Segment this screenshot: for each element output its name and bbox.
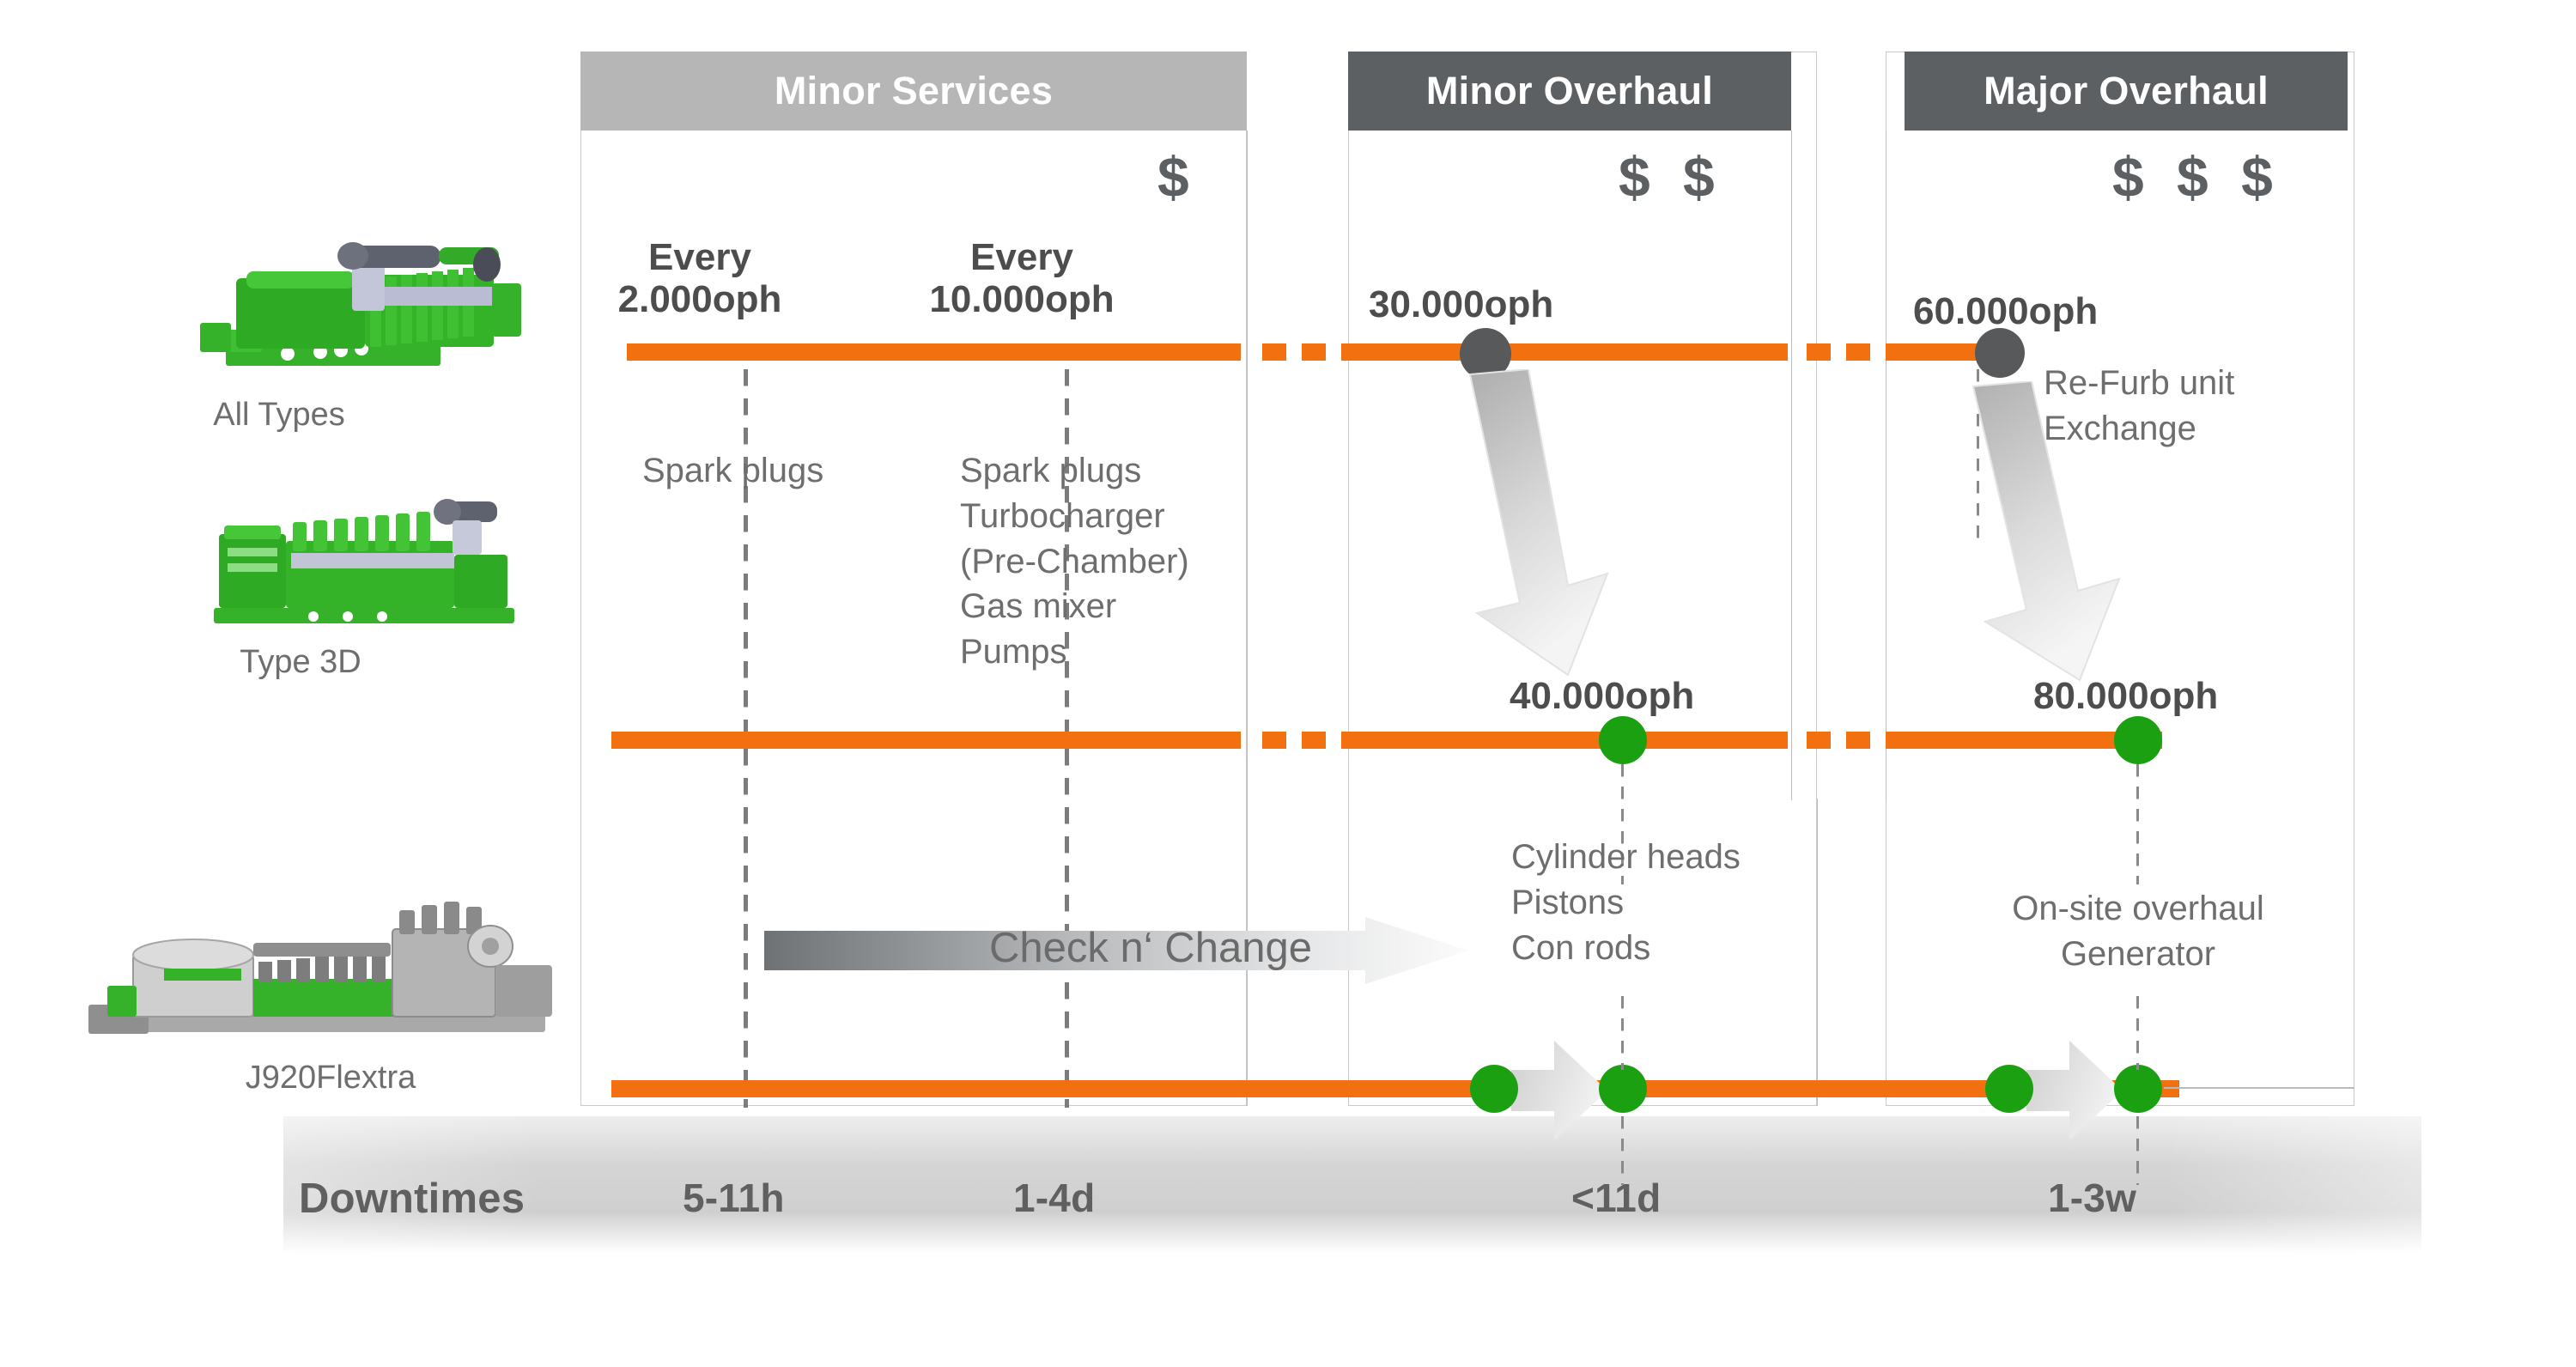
downtime-value-3: 1-3w xyxy=(2048,1176,2137,1220)
every-word-2: Every xyxy=(970,236,1073,278)
note-refurb: Re-Furb unit Exchange xyxy=(2044,361,2234,452)
panel-header-minor-services: Minor Services xyxy=(580,52,1247,131)
j920-marker-minor-start[interactable] xyxy=(1470,1065,1518,1113)
timeline-dash-a3 xyxy=(1807,343,1831,361)
note-parts-line-1: Pistons xyxy=(1511,883,1625,921)
interval-value-1: 2.000oph xyxy=(617,278,782,321)
milestone-marker-60000oph[interactable] xyxy=(1975,328,2025,378)
timeline-row-type3d-seg2 xyxy=(1341,732,1788,749)
panel-title-minor-overhaul: Minor Overhaul xyxy=(1425,69,1714,112)
note-refurb-line-0: Re-Furb unit xyxy=(2044,364,2235,402)
gas-engine-module-green-icon xyxy=(214,499,514,623)
row-label-j920flextra: J920Flextra xyxy=(245,1060,416,1096)
panel-header-minor-overhaul: Minor Overhaul xyxy=(1348,52,1791,131)
check-n-change-arrow xyxy=(764,917,1468,984)
timeline-dash-a4 xyxy=(1846,343,1870,361)
timeline-row-type3d-seg3 xyxy=(1886,732,2162,749)
timeline-dash-b4 xyxy=(1846,732,1870,749)
milestone-marker-40000oph[interactable] xyxy=(1599,716,1647,764)
timeline-dash-b1 xyxy=(1262,732,1286,749)
tick-line-j920-minor xyxy=(1621,996,1624,1070)
service-note-2-3: Gas mixer xyxy=(960,587,1117,626)
downward-arrow-minor-icon xyxy=(1468,369,1609,677)
row-label-all-types: All Types xyxy=(213,397,345,433)
milestone-label-60000oph: 60.000oph xyxy=(1913,290,2099,332)
tick-line-j920-minor-lower xyxy=(1621,1116,1624,1185)
cost-indicator-minor-services: $ xyxy=(1157,145,1198,209)
tick-line-40000oph xyxy=(1621,764,1624,884)
panel-divider-2 xyxy=(1791,131,1792,800)
downtime-value-2: <11d xyxy=(1571,1176,1662,1220)
timeline-row-all-types-seg2 xyxy=(1341,343,1788,361)
timeline-tail-line xyxy=(2164,1087,2354,1089)
cost-indicator-minor-overhaul: $ $ xyxy=(1619,145,1723,209)
milestone-label-40000oph: 40.000oph xyxy=(1510,675,1695,717)
service-notes-col-1: Spark plugs xyxy=(642,448,823,494)
transition-arrow-major-icon xyxy=(2026,1041,2123,1140)
tick-line-j920-major xyxy=(2136,996,2139,1070)
note-major-overhaul-scope: On-site overhaul Generator xyxy=(1958,886,2318,977)
check-n-change-label: Check n‘ Change xyxy=(989,925,1312,971)
interval-label-2000oph: Every 2.000oph xyxy=(567,236,833,321)
timeline-dash-b3 xyxy=(1807,732,1831,749)
tick-line-j920-major-lower xyxy=(2136,1116,2139,1185)
downward-arrow-major-icon xyxy=(1971,381,2121,682)
note-refurb-line-1: Exchange xyxy=(2044,409,2196,447)
milestone-marker-80000oph[interactable] xyxy=(2114,716,2162,764)
panel-title-minor-services: Minor Services xyxy=(774,69,1054,112)
timeline-row-j920-seg1 xyxy=(611,1080,1496,1097)
service-note-2-1: Turbocharger xyxy=(960,496,1165,535)
panel-title-major-overhaul: Major Overhaul xyxy=(1984,69,2269,112)
gas-engine-green-icon xyxy=(200,242,521,366)
tick-line-80000oph xyxy=(2136,764,2139,884)
panel-header-major-overhaul: Major Overhaul xyxy=(1905,52,2348,131)
tick-line-60000oph xyxy=(1977,369,1979,541)
service-notes-col-2: Spark plugs Turbocharger (Pre-Chamber) G… xyxy=(960,448,1189,675)
timeline-row-all-types-seg3 xyxy=(1886,343,1999,361)
timeline-row-j920-seg2 xyxy=(1546,1080,2026,1097)
panel-minor-services xyxy=(580,52,1247,1106)
timeline-dash-b2 xyxy=(1302,732,1326,749)
service-note-1-0: Spark plugs xyxy=(642,452,824,489)
note-scope-line-0: On-site overhaul xyxy=(2012,890,2264,927)
j920-marker-minor-end[interactable] xyxy=(1599,1065,1647,1113)
note-parts-line-0: Cylinder heads xyxy=(1511,838,1741,876)
note-parts-line-2: Con rods xyxy=(1511,928,1651,967)
row-label-type-3d: Type 3D xyxy=(240,644,361,680)
service-note-2-2: (Pre-Chamber) xyxy=(960,542,1189,580)
downtime-value-1: 1-4d xyxy=(1013,1176,1096,1220)
timeline-dash-a1 xyxy=(1262,343,1286,361)
j920-marker-major-start[interactable] xyxy=(1985,1065,2033,1113)
genset-grey-icon xyxy=(88,902,552,1034)
transition-arrow-minor-icon xyxy=(1511,1041,1607,1140)
panel-minor-overhaul xyxy=(1348,52,1817,1106)
note-scope-line-1: Generator xyxy=(2060,934,2216,973)
note-minor-overhaul-parts: Cylinder heads Pistons Con rods xyxy=(1511,835,1741,970)
every-word-1: Every xyxy=(648,236,751,278)
j920-marker-major-end[interactable] xyxy=(2114,1065,2162,1113)
downtime-value-0: 5-11h xyxy=(683,1176,785,1220)
service-note-2-4: Pumps xyxy=(960,633,1067,671)
interval-label-10000oph: Every 10.000oph xyxy=(876,236,1168,321)
milestone-label-30000oph: 30.000oph xyxy=(1369,283,1554,325)
cost-indicator-major-overhaul: $ $ $ xyxy=(2112,145,2281,209)
downtimes-title: Downtimes xyxy=(299,1176,526,1222)
timeline-row-all-types-seg1 xyxy=(627,343,1241,361)
panel-divider-1 xyxy=(1247,131,1248,1106)
timeline-dash-a2 xyxy=(1302,343,1326,361)
timeline-row-type3d-seg1 xyxy=(611,732,1241,749)
service-note-2-0: Spark plugs xyxy=(960,452,1142,489)
panel-divider-2b xyxy=(1817,799,1818,1106)
downtimes-band xyxy=(283,1116,2421,1254)
interval-value-2: 10.000oph xyxy=(929,278,1115,321)
milestone-label-80000oph: 80.000oph xyxy=(2033,675,2219,717)
